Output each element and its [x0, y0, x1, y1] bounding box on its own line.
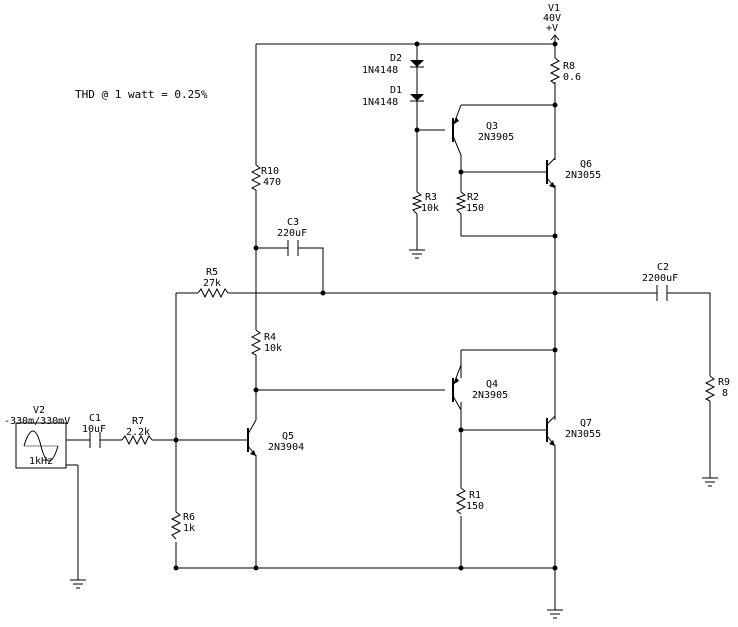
ground-symbol-source	[70, 579, 86, 589]
junctions	[173, 41, 558, 571]
resistor-r6	[170, 511, 182, 540]
label-r8-value: 0.6	[563, 72, 581, 83]
label-r9-value: 8	[722, 388, 728, 399]
label-c1-value: 10uF	[82, 424, 106, 435]
label-c2-name: C2	[657, 262, 669, 273]
resistor-r5	[197, 287, 229, 299]
label-d1-name: D1	[390, 85, 402, 96]
label-r1-value: 150	[466, 501, 484, 512]
diode-d1	[410, 94, 424, 102]
wires	[66, 43, 711, 610]
label-r5-value: 27k	[203, 278, 221, 289]
resistor-r7	[121, 434, 153, 446]
label-r4-name: R4	[264, 332, 276, 343]
thd-note: THD @ 1 watt = 0.25%	[75, 88, 208, 101]
transistor-q6	[540, 157, 556, 189]
label-q7-value: 2N3055	[565, 429, 601, 440]
label-r8-name: R8	[563, 61, 575, 72]
ground-symbol-output	[547, 609, 563, 619]
resistors	[121, 57, 716, 540]
resistor-r3	[411, 191, 423, 215]
label-d1-value: 1N4148	[362, 97, 398, 108]
label-r1-name: R1	[469, 490, 481, 501]
capacitor-c1	[89, 432, 101, 448]
label-r3-value: 10k	[421, 203, 439, 214]
label-q6-value: 2N3055	[565, 170, 601, 181]
capacitor-c2	[656, 285, 668, 301]
label-r7-name: R7	[132, 416, 144, 427]
transistor-q4	[452, 350, 462, 411]
label-r9-name: R9	[718, 377, 730, 388]
resistor-r9	[704, 375, 716, 402]
label-q4-value: 2N3905	[472, 390, 508, 401]
labels: THD @ 1 watt = 0.25% V1 40V +V D2 1N4148…	[4, 3, 730, 534]
label-c2-value: 2200uF	[642, 273, 678, 284]
label-r4-value: 10k	[264, 343, 282, 354]
resistor-r10	[250, 164, 262, 191]
label-r7-value: 2.2k	[126, 427, 150, 438]
capacitor-c3	[287, 240, 299, 256]
transistor-q5	[240, 419, 257, 457]
label-r2-value: 150	[466, 203, 484, 214]
resistor-r4	[250, 329, 262, 356]
transistor-q7	[540, 415, 556, 447]
transistor-q3	[452, 104, 462, 156]
ground-symbol-load	[702, 477, 718, 487]
grounds	[70, 249, 718, 619]
label-v2-name: V2	[33, 405, 45, 416]
resistor-r1	[455, 487, 467, 515]
diodes	[410, 60, 424, 102]
label-r6-name: R6	[183, 512, 195, 523]
label-r2-name: R2	[467, 192, 479, 203]
resistor-r8	[549, 57, 561, 85]
label-d2-name: D2	[390, 53, 402, 64]
label-r3-name: R3	[425, 192, 437, 203]
label-q6-name: Q6	[580, 159, 592, 170]
label-q5-name: Q5	[282, 431, 294, 442]
label-c3-value: 220uF	[277, 228, 307, 239]
label-q5-value: 2N3904	[268, 442, 304, 453]
label-q4-name: Q4	[486, 379, 498, 390]
label-r10-name: R10	[261, 166, 279, 177]
label-r5-name: R5	[206, 267, 218, 278]
ground-symbol-r3	[409, 249, 425, 259]
label-c1-name: C1	[89, 413, 101, 424]
label-d2-value: 1N4148	[362, 65, 398, 76]
label-r10-value: 470	[263, 177, 281, 188]
label-r6-value: 1k	[183, 523, 195, 534]
label-v2-freq: 1kHz	[29, 456, 53, 467]
transistors	[240, 104, 556, 457]
label-v1-name: V1	[548, 3, 560, 14]
label-c3-name: C3	[287, 217, 299, 228]
capacitors	[89, 240, 668, 448]
diode-d2	[410, 60, 424, 68]
label-v1-value: 40V	[543, 13, 561, 24]
resistor-r2	[455, 191, 467, 215]
label-q3-value: 2N3905	[478, 132, 514, 143]
label-q3-name: Q3	[486, 121, 498, 132]
signal-source-v2	[15, 422, 67, 469]
label-v1-rail: +V	[546, 23, 558, 34]
supply-terminal	[550, 34, 560, 44]
label-v2-amplitude: -330m/330mV	[4, 416, 70, 427]
label-q7-name: Q7	[580, 418, 592, 429]
